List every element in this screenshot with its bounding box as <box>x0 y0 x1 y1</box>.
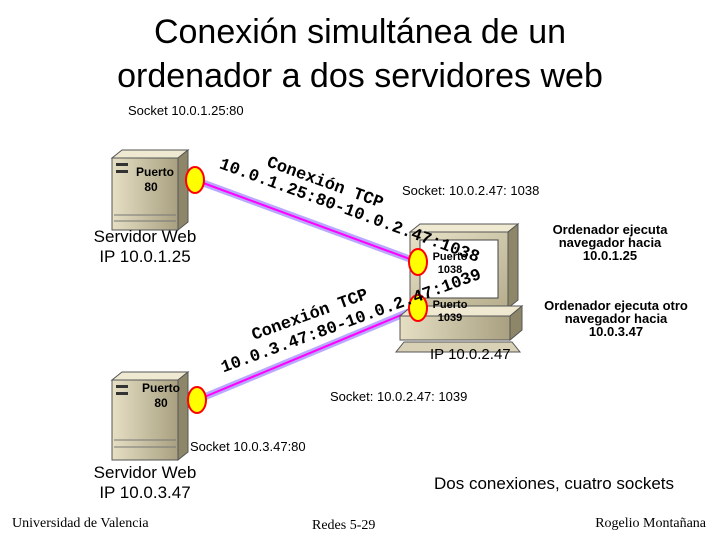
client-port-1039-label: Puerto 1039 <box>426 299 474 325</box>
client-socket-1039-label: Socket: 10.0.2.47: 1039 <box>330 389 467 404</box>
server-2-port-socket <box>188 387 206 413</box>
client-note-2-line-3: 10.0.3.47 <box>526 325 706 338</box>
client-port-1039-line-2: 1039 <box>426 312 474 325</box>
client-port-1038-label: Puerto 1038 <box>426 251 474 277</box>
server-2-port-label: Puerto 80 <box>136 381 186 411</box>
summary-text: Dos conexiones, cuatro sockets <box>434 474 674 494</box>
server-1-port-line-2: 80 <box>136 180 166 195</box>
client-ip-label: IP 10.0.2.47 <box>430 346 511 363</box>
server-1-name: Servidor Web IP 10.0.1.25 <box>60 227 230 267</box>
server-1-port-socket <box>186 167 204 193</box>
server-2-name: Servidor Web IP 10.0.3.47 <box>60 463 230 503</box>
footer-center: Redes 5-29 <box>312 518 375 534</box>
server-2-name-line-1: Servidor Web <box>60 463 230 483</box>
server-1-ip: IP 10.0.1.25 <box>60 247 230 267</box>
server-1-port-label: Puerto 80 <box>136 165 166 195</box>
footer-left: Universidad de Valencia <box>12 516 149 532</box>
server-2-socket-label: Socket 10.0.3.47:80 <box>190 439 306 454</box>
client-note-1-line-3: 10.0.1.25 <box>530 249 690 262</box>
server-2-ip: IP 10.0.3.47 <box>60 483 230 503</box>
server-1-socket-label: Socket 10.0.1.25:80 <box>128 103 244 118</box>
client-socket-1038-label: Socket: 10.0.2.47: 1038 <box>402 183 539 198</box>
client-port-1039-line-1: Puerto <box>426 299 474 312</box>
server-1-name-line-1: Servidor Web <box>60 227 230 247</box>
client-port-1038-line-2: 1038 <box>426 264 474 277</box>
client-port-1038-line-1: Puerto <box>426 251 474 264</box>
client-port-1038-socket <box>409 249 427 275</box>
server-2-port-line-2: 80 <box>136 396 186 411</box>
client-note-2: Ordenador ejecuta otro navegador hacia 1… <box>526 299 706 338</box>
server-2-port-line-1: Puerto <box>136 381 186 396</box>
footer-right: Rogelio Montañana <box>595 516 706 532</box>
server-1-port-line-1: Puerto <box>136 165 166 180</box>
client-note-1: Ordenador ejecuta navegador hacia 10.0.1… <box>530 223 690 262</box>
